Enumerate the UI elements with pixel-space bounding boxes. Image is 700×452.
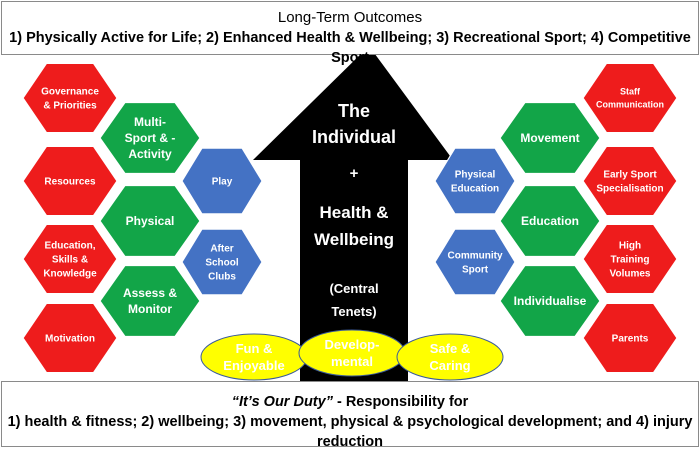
oval-shape [396,333,504,381]
left-hex-resources-shape [22,145,118,217]
left-hex-after-school-clubs-label: Clubs [208,272,236,283]
arrow-text: The [338,101,370,121]
arrow-text: Individual [312,127,396,147]
right-hex-early-sport-specialisation-label: Early Sport [603,170,657,181]
left-hex-motivation-label: Motivation [45,334,95,345]
left-hex-education-skills-knowledge-shape [22,223,118,295]
right-hex-staff-communication-label: Staff [620,87,641,97]
left-hex-education-skills-knowledge-label: Knowledge [43,269,97,280]
responsibility-list: 1) health & fitness; 2) wellbeing; 3) mo… [7,414,693,450]
oval-label: Caring [429,358,470,373]
outcomes-list: 1) Physically Active for Life; 2) Enhanc… [9,30,691,66]
oval-label: Develop- [325,337,380,352]
oval-fun-enjoyable: Fun & Enjoyable [200,333,308,381]
left-hex-governance-priorities-label: Governance [41,87,99,98]
left-hex-after-school-clubs-label: After [210,244,233,255]
right-hex-education-label: Education [521,214,579,228]
right-hex-parents-label: Parents [612,334,649,345]
left-hex-resources: Resources [22,145,118,217]
right-hex-high-training-volumes-shape [582,223,678,295]
arrow-text: Wellbeing [314,230,394,249]
oval-safe-caring: Safe & Caring [396,333,504,381]
oval-label: Enjoyable [223,358,284,373]
outcomes-title: Long-Term Outcomes [277,9,423,26]
right-hex-movement-shape [499,101,601,175]
right-hex-physical-education-shape [434,147,516,215]
oval-label: Fun & [236,341,273,356]
right-hex-community-sport-label: Community [448,251,503,262]
left-hex-after-school-clubs-label: School [205,258,239,269]
right-hex-community-sport-label: Sport [462,265,489,276]
right-hex-early-sport-specialisation-shape [582,145,678,217]
left-hex-physical-label: Physical [126,214,175,228]
right-hex-education: Education [499,184,601,258]
arrow-text: (Central [329,281,378,296]
left-hex-resources-label: Resources [44,177,96,188]
oval-label: Safe & [430,341,470,356]
long-term-outcomes-box: Long-Term Outcomes 1) Physically Active … [1,1,699,66]
left-hex-play: Play [181,147,263,215]
left-hex-education-skills-knowledge-label: Education, [44,241,95,252]
left-hex-governance-priorities-shape [22,62,118,134]
left-hex-governance-priorities-label: & Priorities [43,101,97,112]
left-hex-multi-sport-activity-shape [99,101,201,175]
left-hex-after-school-clubs-shape [181,228,263,296]
left-hex-multi-sport-activity: Multi- Sport & - Activity [99,101,201,175]
left-hex-physical-shape [99,184,201,258]
right-hex-staff-communication-shape [582,62,678,134]
arrow-text: Health & [320,203,389,222]
responsibility-heading: “It’s Our Duty” - Responsibility for [2,392,698,412]
central-arrow [253,46,453,383]
right-hex-movement: Movement [499,101,601,175]
right-hex-high-training-volumes-label: Volumes [610,269,651,280]
left-hex-multi-sport-activity-label: Multi- [134,115,166,129]
right-hex-physical-education-label: Education [451,184,499,195]
right-hex-parents-shape [582,302,678,374]
right-hex-education-shape [499,184,601,258]
right-hex-high-training-volumes-label: High [619,241,641,252]
oval-develop-mental: Develop-mental [298,329,406,377]
right-hex-individualise-shape [499,264,601,338]
right-hex-parents: Parents [582,302,678,374]
arrow-text: Tenets) [331,304,376,319]
left-hex-motivation: Motivation [22,302,118,374]
left-hex-education-skills-knowledge-label: Skills & [52,255,88,266]
right-hex-early-sport-specialisation-label: Specialisation [596,184,663,195]
right-hex-movement-label: Movement [520,131,579,145]
left-hex-governance-priorities: Governance & Priorities [22,62,118,134]
right-hex-high-training-volumes-label: Training [611,255,650,266]
left-hex-assess-monitor-shape [99,264,201,338]
right-hex-individualise-label: Individualise [514,294,587,308]
arrow-text: + [350,165,359,182]
left-hex-assess-monitor-label: Assess & [123,286,177,300]
duty-quote: “It’s Our Duty” [231,394,333,410]
left-hex-multi-sport-activity-label: Sport & - [125,131,176,145]
right-hex-community-sport-shape [434,228,516,296]
left-hex-play-label: Play [212,177,233,188]
right-hex-individualise: Individualise [499,264,601,338]
left-hex-assess-monitor-label: Monitor [128,302,172,316]
responsibility-box: “It’s Our Duty” - Responsibility for 1) … [1,381,699,450]
right-hex-staff-communication-label: Communication [596,100,664,110]
right-hex-physical-education-label: Physical [455,170,496,181]
left-hex-multi-sport-activity-label: Activity [128,147,172,161]
left-hex-physical: Physical [99,184,201,258]
oval-label: mental [331,354,373,369]
left-hex-education-skills-knowledge: Education, Skills & Knowledge [22,223,118,295]
left-hex-play-shape [181,147,263,215]
responsibility-for: - Responsibility for [332,394,469,410]
left-hex-motivation-shape [22,302,118,374]
left-hex-assess-monitor: Assess & Monitor [99,264,201,338]
